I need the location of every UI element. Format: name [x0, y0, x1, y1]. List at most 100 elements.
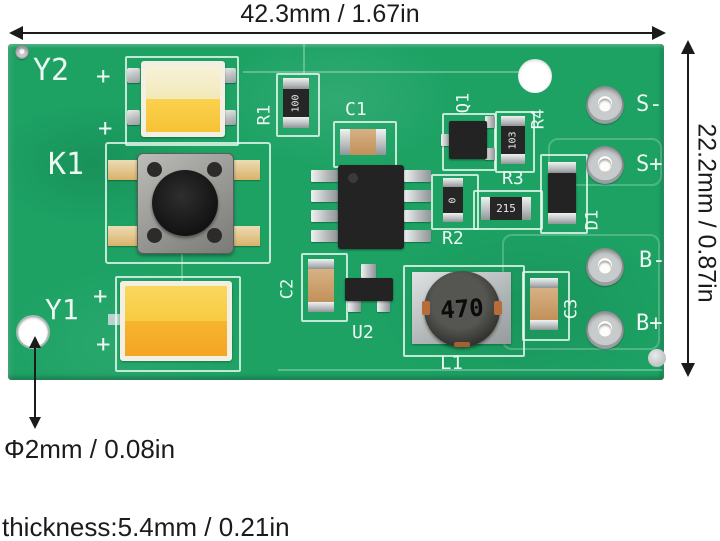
- solder-pad: [223, 68, 236, 83]
- silkscreen-label-q1: Q1: [453, 92, 474, 114]
- ic-pin: [404, 230, 431, 242]
- solder-pad: [223, 110, 236, 125]
- ic-pin: [311, 170, 338, 182]
- led-y2: [141, 61, 225, 137]
- silkscreen-outline-l1: [403, 265, 525, 357]
- button-corner-rivet: [207, 228, 222, 243]
- test-point-bottom-right: [648, 349, 666, 367]
- inductor-copper-lead: [422, 301, 430, 315]
- transistor-lead: [348, 301, 361, 312]
- pad-hole: [598, 98, 612, 112]
- capacitor-c3-cap: [530, 320, 558, 330]
- resistor-r1: 100: [283, 89, 309, 117]
- arrowhead-down-icon: [681, 363, 695, 377]
- silkscreen-label-b-minus: B-: [639, 248, 666, 273]
- dimension-arrow-hole: [34, 341, 36, 425]
- transistor-u2: [345, 278, 393, 301]
- ic-pin: [404, 210, 431, 222]
- mounting-hole-top: [518, 59, 552, 93]
- diode-d1-cap: [548, 162, 576, 173]
- solder-pad-s-minus: [586, 86, 624, 124]
- ic-pin: [311, 190, 338, 202]
- copper-trace: [243, 71, 535, 73]
- capacitor-c3-cap: [530, 278, 558, 288]
- silkscreen-label-c1: C1: [345, 99, 367, 120]
- button-lead: [108, 226, 138, 246]
- dimension-width-label: 42.3mm / 1.67in: [240, 0, 420, 28]
- silkscreen-label-l1: L1: [440, 352, 463, 374]
- silkscreen-label-r2: R2: [442, 228, 464, 249]
- inductor-l1: 470: [422, 271, 502, 347]
- dimension-hole-label: Φ2mm / 0.08in: [4, 434, 176, 464]
- silkscreen-label-c2: C2: [277, 278, 298, 300]
- inductor-copper-lead: [454, 342, 470, 347]
- resistor-r1-marking: 100: [290, 93, 302, 113]
- silkscreen-outline-r4: [495, 111, 535, 173]
- solder-pad: [127, 110, 140, 125]
- arrowhead-right-icon: [652, 26, 666, 40]
- dimension-arrow-width: [12, 32, 664, 34]
- inductor-l1-marking: 470: [439, 293, 485, 325]
- resistor-r4-cap: [501, 154, 525, 164]
- arrowhead-down-icon: [29, 417, 41, 429]
- silkscreen-label-b-plus: B+: [636, 311, 663, 336]
- silkscreen-plus-mark: +: [98, 114, 113, 142]
- diode-d1: [548, 173, 576, 213]
- silkscreen-plus-mark: +: [96, 330, 111, 358]
- dimension-height-label: 22.2mm / 0.87in: [692, 123, 720, 303]
- copper-trace: [181, 252, 183, 283]
- led-y2-top-die: [146, 66, 220, 99]
- transistor-q1: [449, 121, 487, 159]
- transistor-lead: [441, 134, 451, 146]
- resistor-r1-cap: [283, 78, 309, 89]
- ic-pin: [311, 210, 338, 222]
- resistor-r4: 103: [501, 126, 525, 154]
- button-lead: [230, 226, 260, 246]
- arrowhead-left-icon: [9, 26, 23, 40]
- test-point-top-left: [15, 45, 29, 59]
- capacitor-c2: [308, 269, 334, 302]
- silkscreen-label-s-plus: S+: [636, 152, 663, 177]
- dimension-thickness-label: thickness:5.4mm / 0.21in: [2, 512, 290, 541]
- copper-trace: [303, 44, 305, 73]
- led-y2-bottom-die: [146, 99, 220, 132]
- ic-pin: [404, 190, 431, 202]
- arrowhead-up-icon: [29, 336, 41, 348]
- ic-pin1-dot: [348, 173, 358, 183]
- solder-pad-b-plus: [586, 311, 624, 349]
- resistor-r2-cap: [443, 213, 463, 222]
- copper-trace: [278, 369, 662, 371]
- led-y1: [120, 281, 232, 361]
- silkscreen-outline-c3: [522, 271, 570, 341]
- button-plunger: [152, 170, 218, 236]
- silkscreen-label-k1: K1: [48, 147, 85, 182]
- solder-pad: [127, 68, 140, 83]
- silkscreen-label-u2: U2: [352, 322, 374, 343]
- resistor-r3-cap: [481, 197, 490, 220]
- diode-d1-cap: [548, 213, 576, 224]
- transistor-lead: [377, 301, 390, 312]
- capacitor-c1-cap: [340, 129, 350, 155]
- silkscreen-plus-mark: +: [93, 282, 108, 310]
- silkscreen-label-s-minus: S-: [636, 92, 663, 117]
- button-lead: [230, 160, 260, 180]
- resistor-r1-cap: [283, 117, 309, 128]
- button-lead: [108, 160, 138, 180]
- button-corner-rivet: [147, 228, 162, 243]
- resistor-r2-cap: [443, 178, 463, 187]
- capacitor-c2-cap: [308, 302, 334, 312]
- silkscreen-outline-r2: [431, 174, 479, 230]
- pcb-board: Y2 K1 Y1 + + + +: [8, 44, 666, 380]
- transistor-lead: [485, 116, 495, 128]
- silkscreen-label-y2: Y2: [33, 53, 70, 88]
- solder-pad-b-minus: [586, 248, 624, 286]
- pad-hole: [598, 260, 612, 274]
- ic-pin: [404, 170, 431, 182]
- resistor-r3-marking: 215: [496, 202, 516, 215]
- silkscreen-outline-led-y1: [115, 276, 241, 372]
- button-corner-rivet: [207, 162, 222, 177]
- resistor-r3-cap: [522, 197, 531, 220]
- silkscreen-label-r1: R1: [254, 104, 275, 126]
- capacitor-c1: [350, 129, 376, 155]
